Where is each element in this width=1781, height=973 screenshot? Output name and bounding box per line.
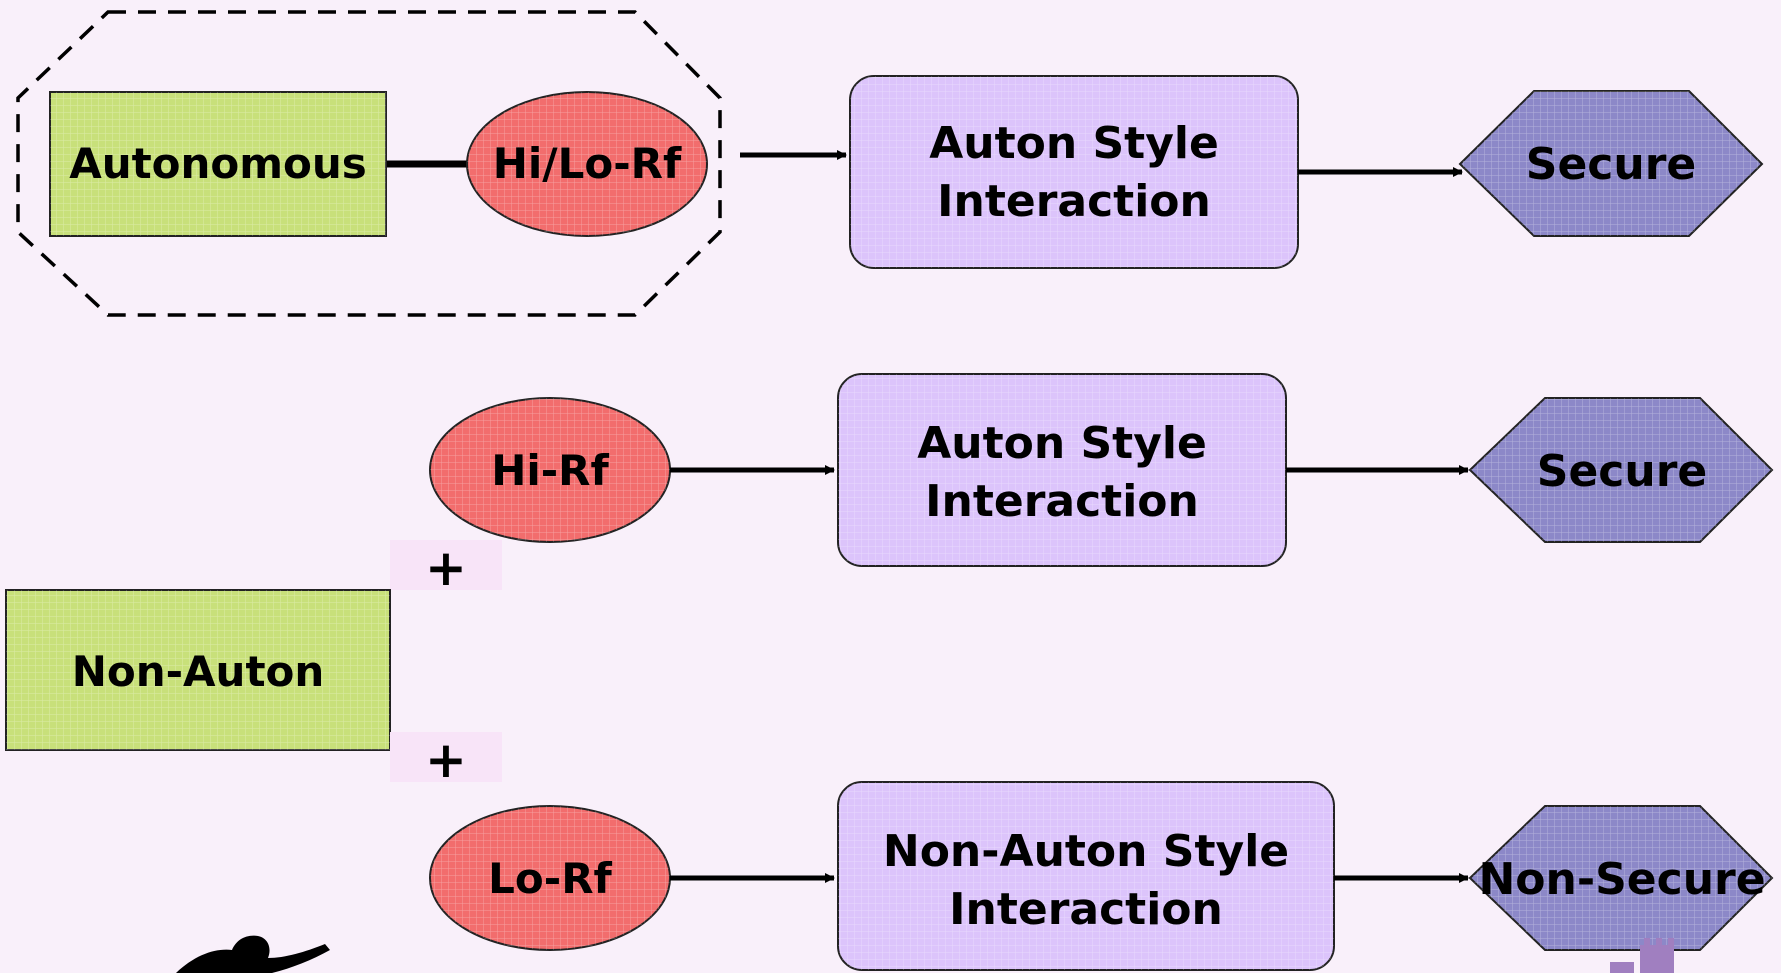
secure-hexagon-1: Secure (1458, 90, 1764, 237)
secure-hexagon-2: Secure (1468, 397, 1774, 543)
non-secure-hexagon: Non-Secure (1468, 805, 1774, 951)
hi-lo-rf-label: Hi/Lo-Rf (493, 139, 682, 188)
autonomous-label: Autonomous (69, 139, 367, 188)
autonomous-group-outline (16, 10, 722, 317)
interaction-1-line1: Auton Style (929, 118, 1219, 169)
plus-lower-bg (390, 732, 502, 782)
secure-2-label: Secure (1537, 446, 1707, 497)
interaction-2-line1: Auton Style (917, 418, 1207, 469)
plus-lower: + (425, 731, 467, 789)
interaction-box-1: Auton Style Interaction (849, 75, 1299, 269)
non-secure-label: Non-Secure (1478, 854, 1765, 905)
plus-upper: + (425, 539, 467, 597)
interaction-3-line2: Interaction (949, 884, 1223, 935)
hi-lo-rf-ellipse: Hi/Lo-Rf (466, 91, 708, 237)
hi-rf-label: Hi-Rf (491, 446, 609, 495)
hi-rf-ellipse: Hi-Rf (429, 397, 671, 543)
secure-1-label: Secure (1526, 139, 1696, 190)
plus-upper-bg (390, 540, 502, 590)
lo-rf-ellipse: Lo-Rf (429, 805, 671, 951)
interaction-box-2: Auton Style Interaction (837, 373, 1287, 567)
interaction-box-3: Non-Auton Style Interaction (837, 781, 1335, 971)
interaction-1-line2: Interaction (937, 176, 1211, 227)
silhouette-figure-icon (176, 935, 330, 973)
lo-rf-label: Lo-Rf (488, 854, 612, 903)
non-auton-box: Non-Auton (5, 589, 391, 751)
castle-logo-icon (1610, 938, 1674, 973)
interaction-3-line1: Non-Auton Style (883, 826, 1289, 877)
interaction-2-line2: Interaction (925, 476, 1199, 527)
non-auton-label: Non-Auton (72, 647, 325, 696)
autonomous-box: Autonomous (49, 91, 387, 237)
